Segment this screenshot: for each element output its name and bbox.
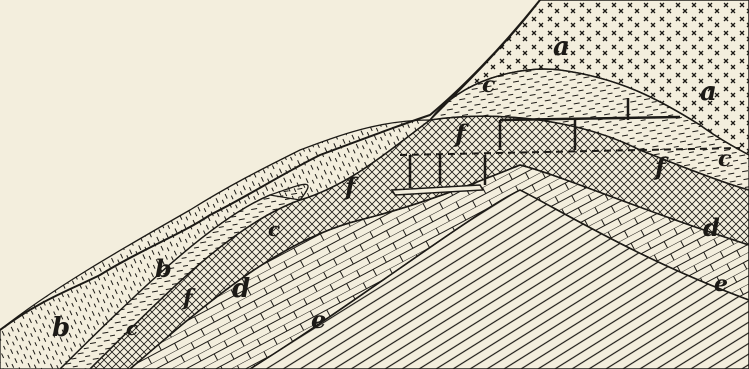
label-b-mid: b xyxy=(155,254,172,283)
label-c-upper: c xyxy=(482,72,496,98)
label-e-left: e xyxy=(311,305,326,334)
label-c-left: c xyxy=(126,316,138,340)
label-a-upper: a xyxy=(553,32,570,62)
label-d-right: d xyxy=(703,213,720,242)
label-e-right: e xyxy=(714,271,728,297)
label-d-left: d xyxy=(232,274,250,304)
label-a-right: a xyxy=(700,77,717,107)
label-c-right: c xyxy=(718,146,732,172)
label-b-left: b xyxy=(52,313,70,343)
label-c-mid: c xyxy=(268,217,280,241)
